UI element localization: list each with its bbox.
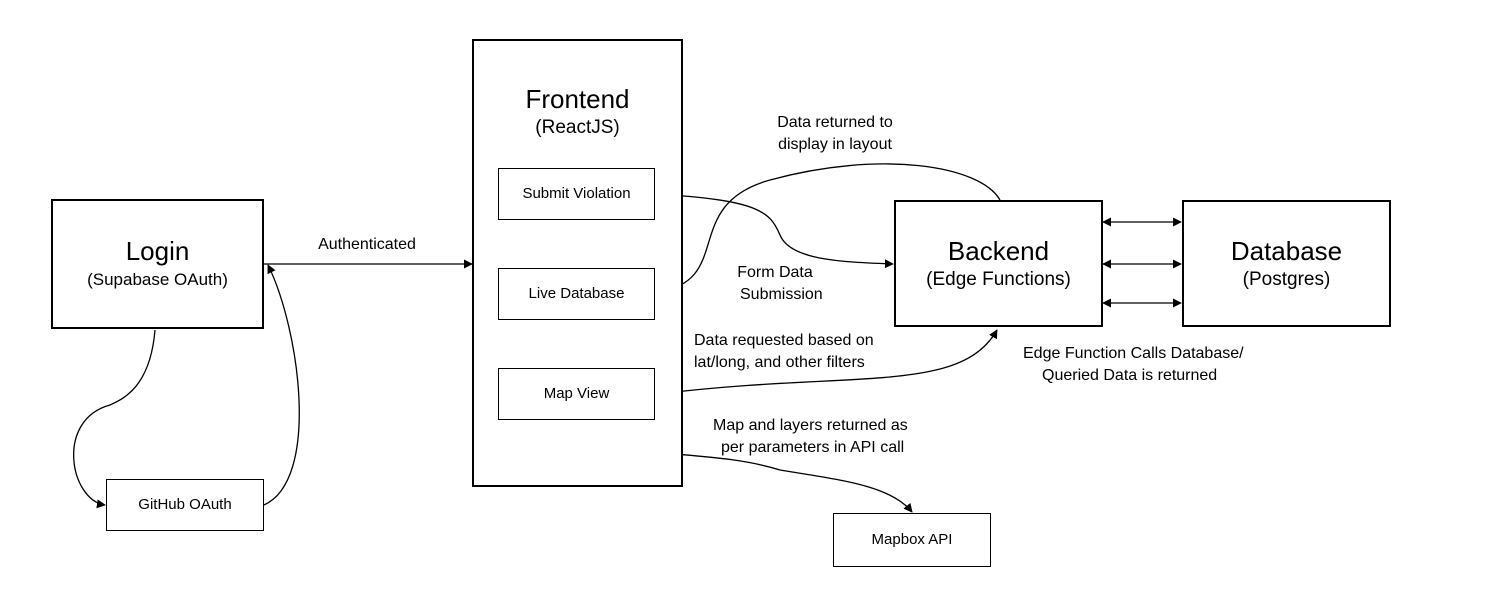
label-form-data-line2: Submission	[740, 286, 823, 303]
frontend-header: Frontend (ReactJS)	[474, 83, 681, 141]
database-title: Database	[1230, 235, 1343, 266]
map-view-label: Map View	[543, 385, 610, 402]
mapbox-api-box: Mapbox API	[833, 513, 991, 567]
arrow-data-returned	[657, 163, 1001, 296]
github-oauth-label: GitHub OAuth	[138, 496, 232, 513]
live-database-box: Live Database	[498, 268, 655, 320]
backend-box: Backend (Edge Functions)	[894, 200, 1103, 327]
github-oauth-box: GitHub OAuth	[106, 479, 264, 531]
label-edge-calls-line1: Edge Function Calls Database/	[1023, 345, 1244, 362]
frontend-title: Frontend	[525, 84, 630, 114]
arrow-form-submission	[654, 193, 894, 269]
label-edge-calls-line2: Queried Data is returned	[1042, 367, 1218, 384]
backend-subtitle: (Edge Functions)	[926, 268, 1071, 290]
database-box: Database (Postgres)	[1182, 200, 1391, 327]
login-title: Login	[125, 236, 190, 266]
backend-title: Backend	[947, 235, 1050, 266]
label-data-returned-line2: display in layout	[778, 136, 892, 153]
submit-violation-box: Submit Violation	[498, 168, 655, 220]
submit-violation-label: Submit Violation	[522, 185, 631, 202]
frontend-subtitle: (ReactJS)	[535, 117, 620, 138]
arrow-login-to-github	[73, 329, 156, 509]
label-data-requested-line1: Data requested based on	[694, 332, 874, 349]
arrow-github-to-login	[263, 264, 300, 506]
login-box: Login (Supabase OAuth)	[51, 199, 264, 329]
label-data-returned-line1: Data returned to	[777, 114, 893, 131]
database-subtitle: (Postgres)	[1242, 268, 1331, 290]
arrow-data-requested	[657, 329, 998, 398]
label-map-layers-line2: per parameters in API call	[721, 439, 905, 456]
map-view-box: Map View	[498, 368, 655, 420]
label-form-data-line1: Form Data	[737, 264, 813, 281]
login-subtitle: (Supabase OAuth)	[87, 270, 228, 289]
label-data-requested-line2: lat/long, and other filters	[694, 354, 865, 371]
label-map-layers-line1: Map and layers returned as	[713, 417, 908, 434]
mapbox-api-label: Mapbox API	[871, 531, 953, 548]
live-database-label: Live Database	[528, 285, 625, 302]
label-authenticated: Authenticated	[318, 236, 416, 253]
